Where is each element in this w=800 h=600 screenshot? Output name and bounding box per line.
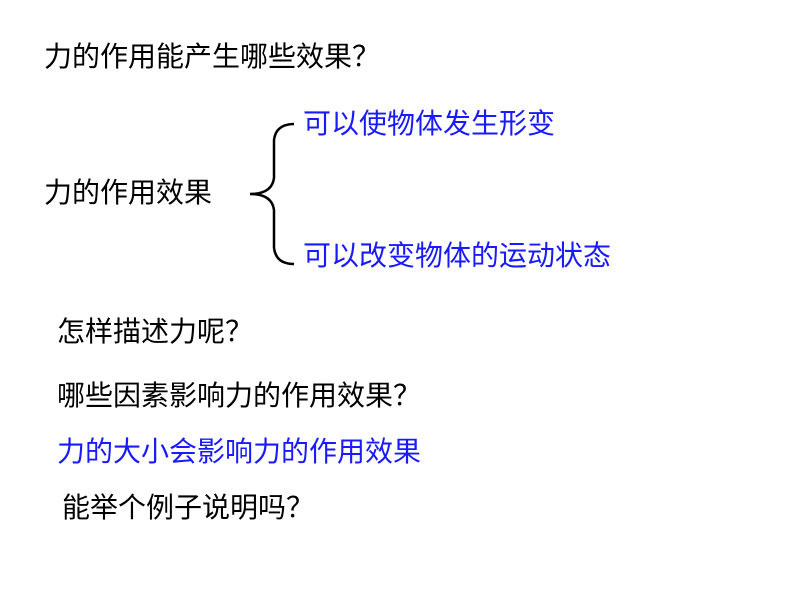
- curly-brace-icon: [249, 122, 295, 266]
- question-effects-heading: 力的作用能产生哪些效果？: [44, 40, 381, 73]
- question-factors: 哪些因素影响力的作用效果？: [57, 379, 422, 412]
- question-describe-force: 怎样描述力呢？: [57, 315, 254, 348]
- effects-label: 力的作用效果: [44, 176, 213, 209]
- answer-force-magnitude: 力的大小会影响力的作用效果: [57, 435, 422, 468]
- question-example: 能举个例子说明吗？: [62, 491, 315, 524]
- effect-motion-change: 可以改变物体的运动状态: [303, 239, 612, 272]
- effect-deformation: 可以使物体发生形变: [303, 107, 556, 140]
